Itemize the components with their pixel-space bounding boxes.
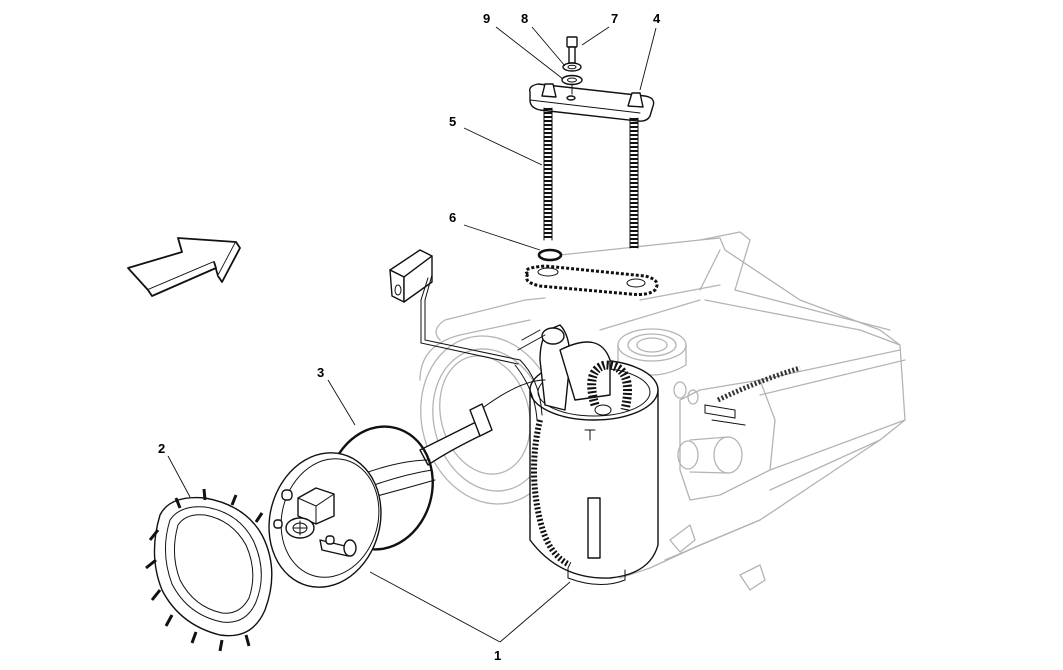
direction-arrow-icon: [127, 237, 241, 297]
callout-2: 2: [158, 441, 165, 456]
mounting-bracket: [528, 83, 655, 122]
pump-wiring: [359, 329, 546, 501]
threaded-rod-right: [629, 117, 639, 249]
washer-9: [561, 74, 583, 86]
fuel-tank-outline: [419, 231, 906, 591]
bolt-7: [566, 36, 578, 64]
o-ring-6: [537, 248, 563, 262]
seal-plate: [524, 264, 659, 296]
lock-ring-2: [145, 488, 273, 652]
callout-5: 5: [449, 114, 456, 129]
callout-4: 4: [653, 11, 661, 26]
fuel-level-sender: [389, 249, 521, 365]
callout-1: 1: [494, 648, 501, 663]
callout-9: 9: [483, 11, 490, 26]
tank-vent-hose: [704, 365, 801, 426]
threaded-rod-left: [543, 107, 553, 241]
callout-6: 6: [449, 210, 456, 225]
callout-7: 7: [611, 11, 618, 26]
pump-flange: [268, 452, 382, 588]
callout-labels: 1 2 3 4 5 6 7 8 9: [158, 11, 661, 663]
washer-8: [562, 62, 582, 72]
callout-8: 8: [521, 11, 528, 26]
callout-3: 3: [317, 365, 324, 380]
leader-lines: [167, 26, 657, 643]
pump-canister: [529, 324, 659, 585]
